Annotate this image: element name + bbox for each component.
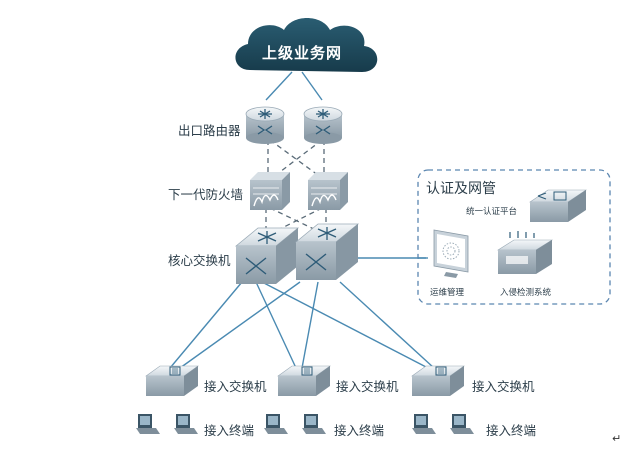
- core-switch-left-icon: [234, 227, 300, 284]
- firewall-label: 下一代防火墙: [168, 187, 244, 202]
- access-switch-1-icon: [145, 365, 199, 396]
- uplink-lines: [265, 71, 323, 101]
- firewall-left-icon: [250, 172, 290, 210]
- access-switch-3-icon: [411, 365, 465, 396]
- ids-label: 入侵检测系统: [500, 288, 552, 298]
- core-access-links: [169, 257, 435, 369]
- panel-title: 认证及网管: [426, 181, 496, 197]
- router-left-icon: [245, 106, 285, 144]
- management-panel: [417, 169, 611, 305]
- terminal-3-icon: [264, 414, 288, 434]
- return-mark: ↵: [612, 432, 622, 445]
- terminal-1-icon: [136, 414, 160, 434]
- terminal-4-icon: [302, 414, 326, 434]
- access-switch-3-label: 接入交换机: [472, 379, 535, 394]
- auth-platform-label: 统一认证平台: [466, 207, 518, 217]
- router-label: 出口路由器: [178, 123, 241, 138]
- terminal-6-icon: [450, 414, 474, 434]
- auth-platform-icon: [529, 189, 587, 222]
- router-right-icon: [303, 106, 343, 144]
- core-switch-right-icon: [294, 223, 360, 280]
- terminal-5-icon: [412, 414, 436, 434]
- cloud-icon: [235, 18, 378, 72]
- terminal-icons: [136, 414, 474, 434]
- terminal-3-label: 接入终端: [486, 423, 537, 438]
- ops-monitor-icon: [433, 229, 469, 278]
- ops-label: 运维管理: [430, 288, 465, 298]
- access-switch-2-label: 接入交换机: [336, 379, 399, 394]
- core-switch-label: 核心交换机: [168, 253, 231, 268]
- ids-device-icon: [496, 231, 554, 274]
- firewall-right-icon: [308, 172, 348, 210]
- cloud-label: 上级业务网: [262, 44, 343, 62]
- terminal-1-label: 接入终端: [204, 423, 255, 438]
- terminal-2-icon: [174, 414, 198, 434]
- terminal-2-label: 接入终端: [334, 423, 385, 438]
- access-switch-2-icon: [277, 365, 331, 396]
- access-switch-1-label: 接入交换机: [204, 379, 267, 394]
